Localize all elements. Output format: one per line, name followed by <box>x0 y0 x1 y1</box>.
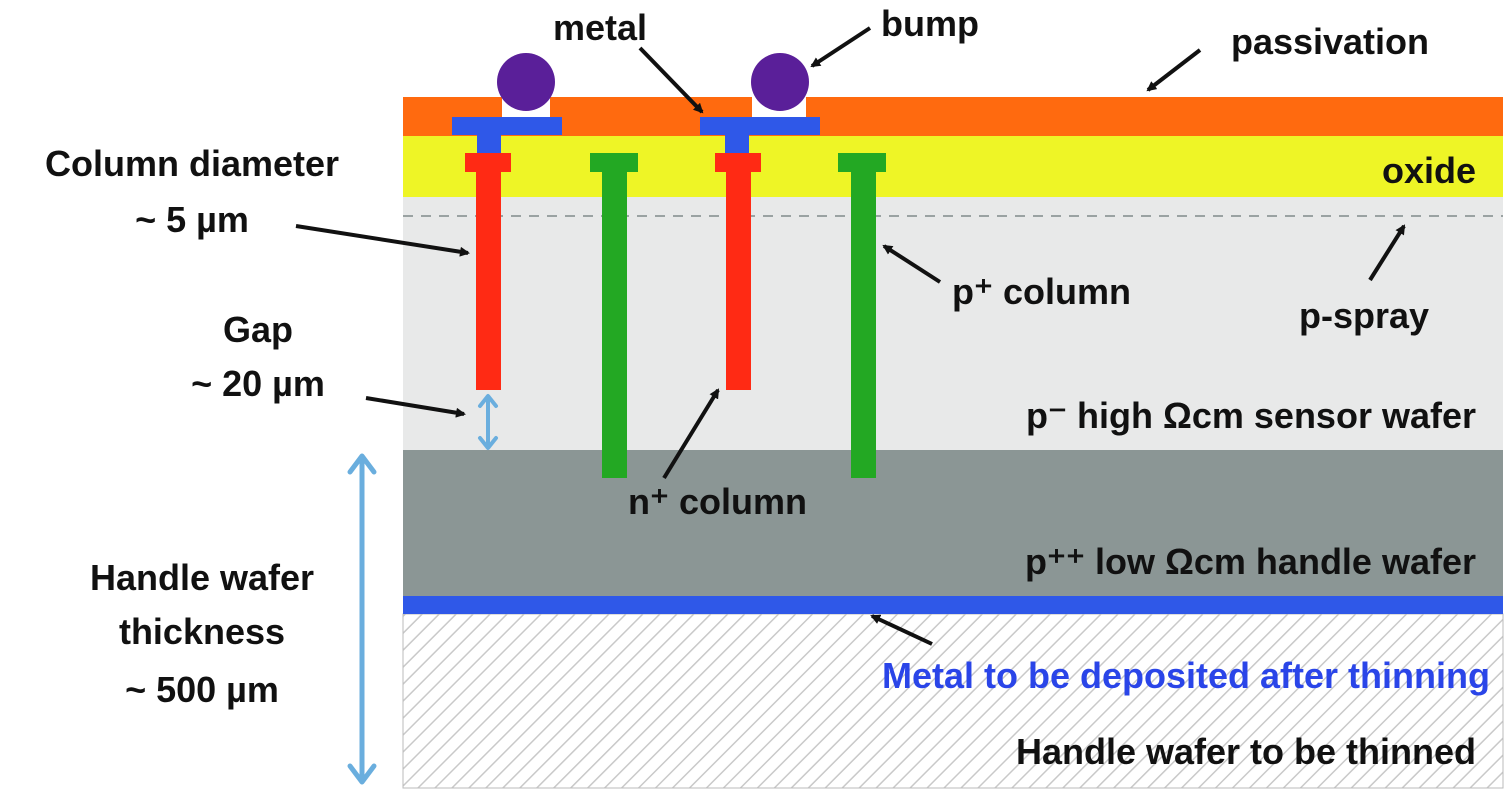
n-column-1 <box>476 153 501 390</box>
handle-wafer-layer <box>403 450 1503 596</box>
arrow-p-column <box>882 244 942 284</box>
oxide-layer <box>403 136 1503 197</box>
thinned-handle-label: Handle wafer to be thinned <box>1016 731 1476 772</box>
arrow-metal-deposit <box>870 614 933 646</box>
bump-label: bump <box>881 3 979 44</box>
gap-value: ~ 20 µm <box>191 363 325 404</box>
n-column-label: n⁺ column <box>628 481 807 522</box>
metal-via-1 <box>477 135 501 153</box>
thickness-double-arrow <box>347 453 377 785</box>
arrow-n-column <box>662 388 720 480</box>
arrow-column-diameter <box>295 224 470 257</box>
bump-2 <box>751 53 809 111</box>
passivation-label: passivation <box>1231 21 1429 62</box>
handle-wafer-label: p⁺⁺ low Ωcm handle wafer <box>1025 541 1476 582</box>
handle-thickness-line-3: ~ 500 µm <box>125 669 279 710</box>
metal-pad-2 <box>700 117 820 135</box>
arrow-metal <box>638 46 704 114</box>
column-diameter-title: Column diameter <box>45 143 339 184</box>
bump-1 <box>497 53 555 111</box>
p-column-1 <box>602 153 627 478</box>
gap-title: Gap <box>223 309 293 350</box>
thinned-handle-layer <box>402 613 1504 789</box>
gap-double-arrow <box>478 394 498 450</box>
p-column-2 <box>851 153 876 478</box>
pointer-arrows <box>295 26 1406 646</box>
sensor-wafer-layer <box>403 197 1503 450</box>
oxide-label: oxide <box>1382 150 1476 191</box>
column-diameter-value: ~ 5 µm <box>135 199 249 240</box>
arrow-p-spray <box>1368 224 1406 282</box>
arrow-passivation <box>1146 48 1202 92</box>
n-column-2 <box>726 153 751 390</box>
sensor-wafer-label: p⁻ high Ωcm sensor wafer <box>1026 395 1476 436</box>
metal-via-2 <box>725 135 749 153</box>
arrow-bump <box>810 26 872 68</box>
metal-pad-1 <box>452 117 562 135</box>
metal-deposit-label: Metal to be deposited after thinning <box>882 655 1490 696</box>
metal-label: metal <box>553 7 647 48</box>
p-column-label: p⁺ column <box>952 271 1131 312</box>
handle-thickness-line-2: thickness <box>119 611 285 652</box>
passivation-layer <box>403 97 1503 136</box>
backside-metal-layer <box>403 596 1503 614</box>
p-spray-label: p-spray <box>1299 295 1429 336</box>
handle-thickness-line-1: Handle wafer <box>90 557 314 598</box>
arrow-gap <box>365 396 466 418</box>
